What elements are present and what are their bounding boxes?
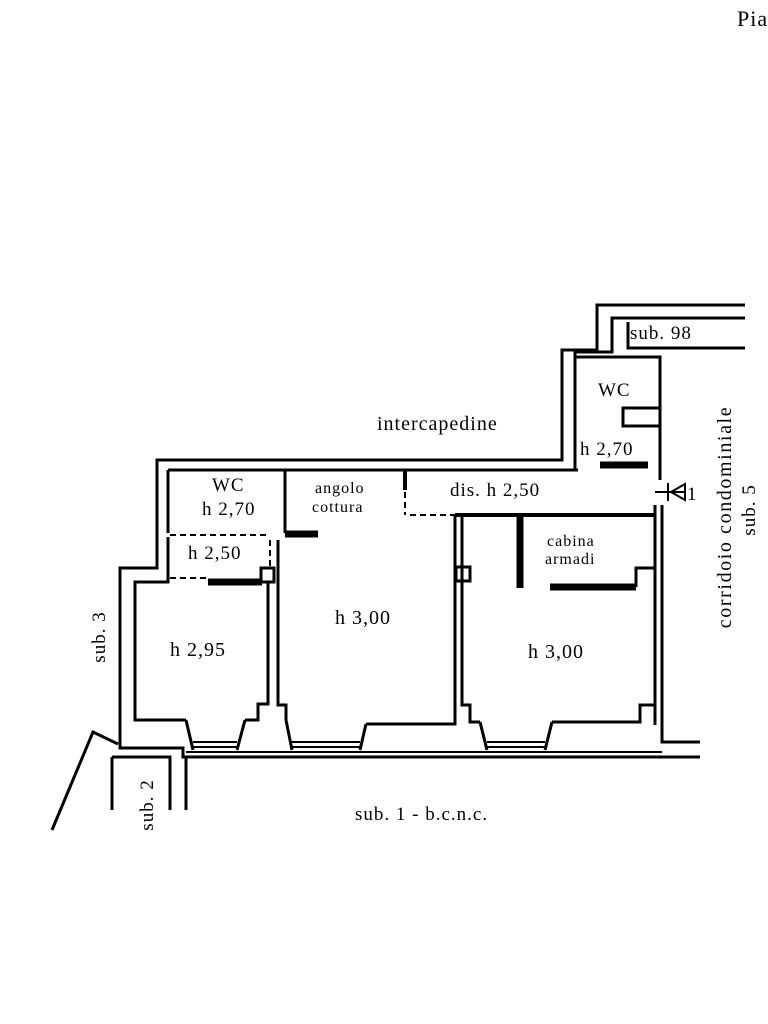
wc-lower-name: WC (212, 475, 245, 496)
angolo-cottura-line1: angolo (315, 480, 365, 497)
cottura-left-wall (276, 540, 288, 720)
window-glass (193, 741, 237, 748)
sub-2-boundary (110, 755, 188, 810)
small-room-height: h 2,50 (188, 543, 242, 564)
room-right-height: h 3,00 (528, 641, 584, 663)
angolo-cottura-height: h 3,00 (335, 607, 391, 629)
entrance-marker: 1 (655, 482, 698, 505)
walls (50, 303, 745, 831)
entrance-arrow-icon (668, 482, 686, 502)
window-left (184, 719, 247, 751)
left-inner-wall (133, 470, 186, 722)
corridoio-label: corridoio condominiale (714, 406, 736, 628)
entrance-number: 1 (687, 484, 698, 505)
window-glass (487, 741, 545, 748)
sub-2-label: sub. 2 (137, 779, 158, 830)
pillar (259, 566, 276, 584)
sub-3-label: sub. 3 (89, 611, 110, 662)
room-right-left-wall (460, 515, 480, 724)
sub-5-label: sub. 5 (739, 484, 760, 535)
sub-98-label: sub. 98 (630, 323, 692, 344)
right-outer-wall (660, 505, 700, 744)
wc-upper-wall (575, 355, 662, 480)
cabina-armadi-line2: armadi (545, 551, 595, 568)
wc-lower-height: h 2,70 (202, 499, 256, 520)
window-reveal (478, 721, 554, 751)
room-left-height: h 2,95 (170, 639, 226, 661)
labels: sub. 98 WC intercapedine h 2,70 WC h 2,7… (89, 323, 760, 831)
window-glass (292, 741, 360, 748)
cabina-corner (634, 566, 655, 587)
window-reveal (284, 719, 368, 751)
sub-98-boundary (573, 316, 745, 470)
window-reveal (184, 719, 247, 751)
room-left-right-wall (245, 582, 270, 722)
angolo-cottura-line2: cottura (312, 499, 363, 516)
room-right-bottom-wall (552, 703, 655, 724)
intercapedine-label: intercapedine (377, 413, 498, 435)
cottura-right-wall (366, 515, 457, 726)
wc-upper-niche (621, 406, 660, 428)
sub-98-box (626, 322, 745, 350)
cabina-armadi-line1: cabina (547, 533, 595, 550)
window-cottura (284, 719, 368, 751)
diagonal-boundary (50, 729, 119, 831)
wc-upper-height: h 2,70 (580, 439, 634, 460)
small-room-opening (170, 540, 271, 579)
wall-niche (454, 565, 472, 583)
window-right (478, 721, 554, 751)
wc-upper-name: WC (598, 380, 631, 401)
disimpegno-label: dis. h 2,50 (450, 480, 540, 501)
page-label: Pia (737, 6, 768, 31)
cottura-opening (404, 492, 455, 516)
exterior-wall (118, 303, 745, 759)
sub-1-label: sub. 1 - b.c.n.c. (355, 804, 488, 825)
